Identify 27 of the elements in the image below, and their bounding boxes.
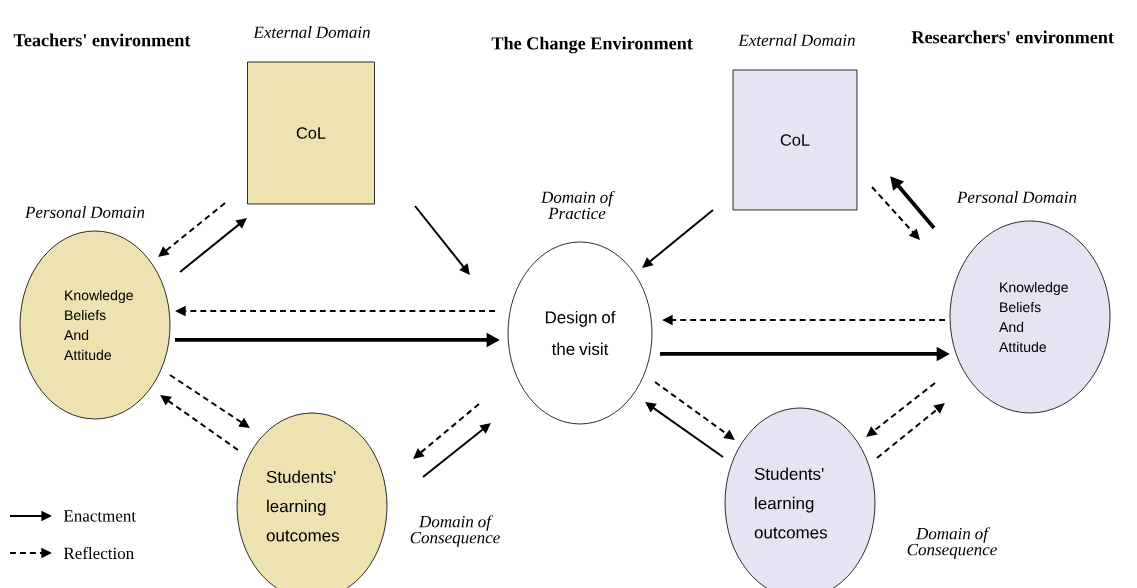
arrow	[876, 403, 945, 459]
domain-label: Domain of Consequence	[907, 527, 997, 559]
arrow	[169, 374, 250, 428]
domain-label: Domain of Consequence	[410, 515, 500, 547]
arrow	[179, 218, 247, 273]
arrow	[422, 423, 491, 478]
heading: The Change Environment	[491, 36, 693, 54]
heading: Researchers' environment	[911, 30, 1114, 44]
domain-label: External Domain	[253, 26, 370, 38]
legend-label: Reflection	[63, 546, 134, 560]
arrow	[871, 186, 920, 240]
arrow	[160, 395, 239, 451]
domain-label: Personal Domain	[956, 191, 1077, 203]
legend-label: Enactment	[63, 510, 136, 522]
heading: Teachers' environment	[13, 33, 191, 47]
domain-label: External Domain	[738, 34, 855, 46]
arrow	[654, 381, 735, 440]
domain-label: Personal Domain	[24, 206, 145, 218]
arrow	[413, 403, 480, 459]
col-box: CoL	[732, 69, 858, 211]
arrow	[866, 382, 936, 437]
arrow	[414, 205, 470, 275]
arrow	[645, 402, 724, 458]
domain-label: Domain of Practice	[540, 190, 615, 220]
col-box: CoL	[247, 61, 375, 205]
arrow	[158, 202, 226, 257]
arrow	[642, 209, 714, 268]
